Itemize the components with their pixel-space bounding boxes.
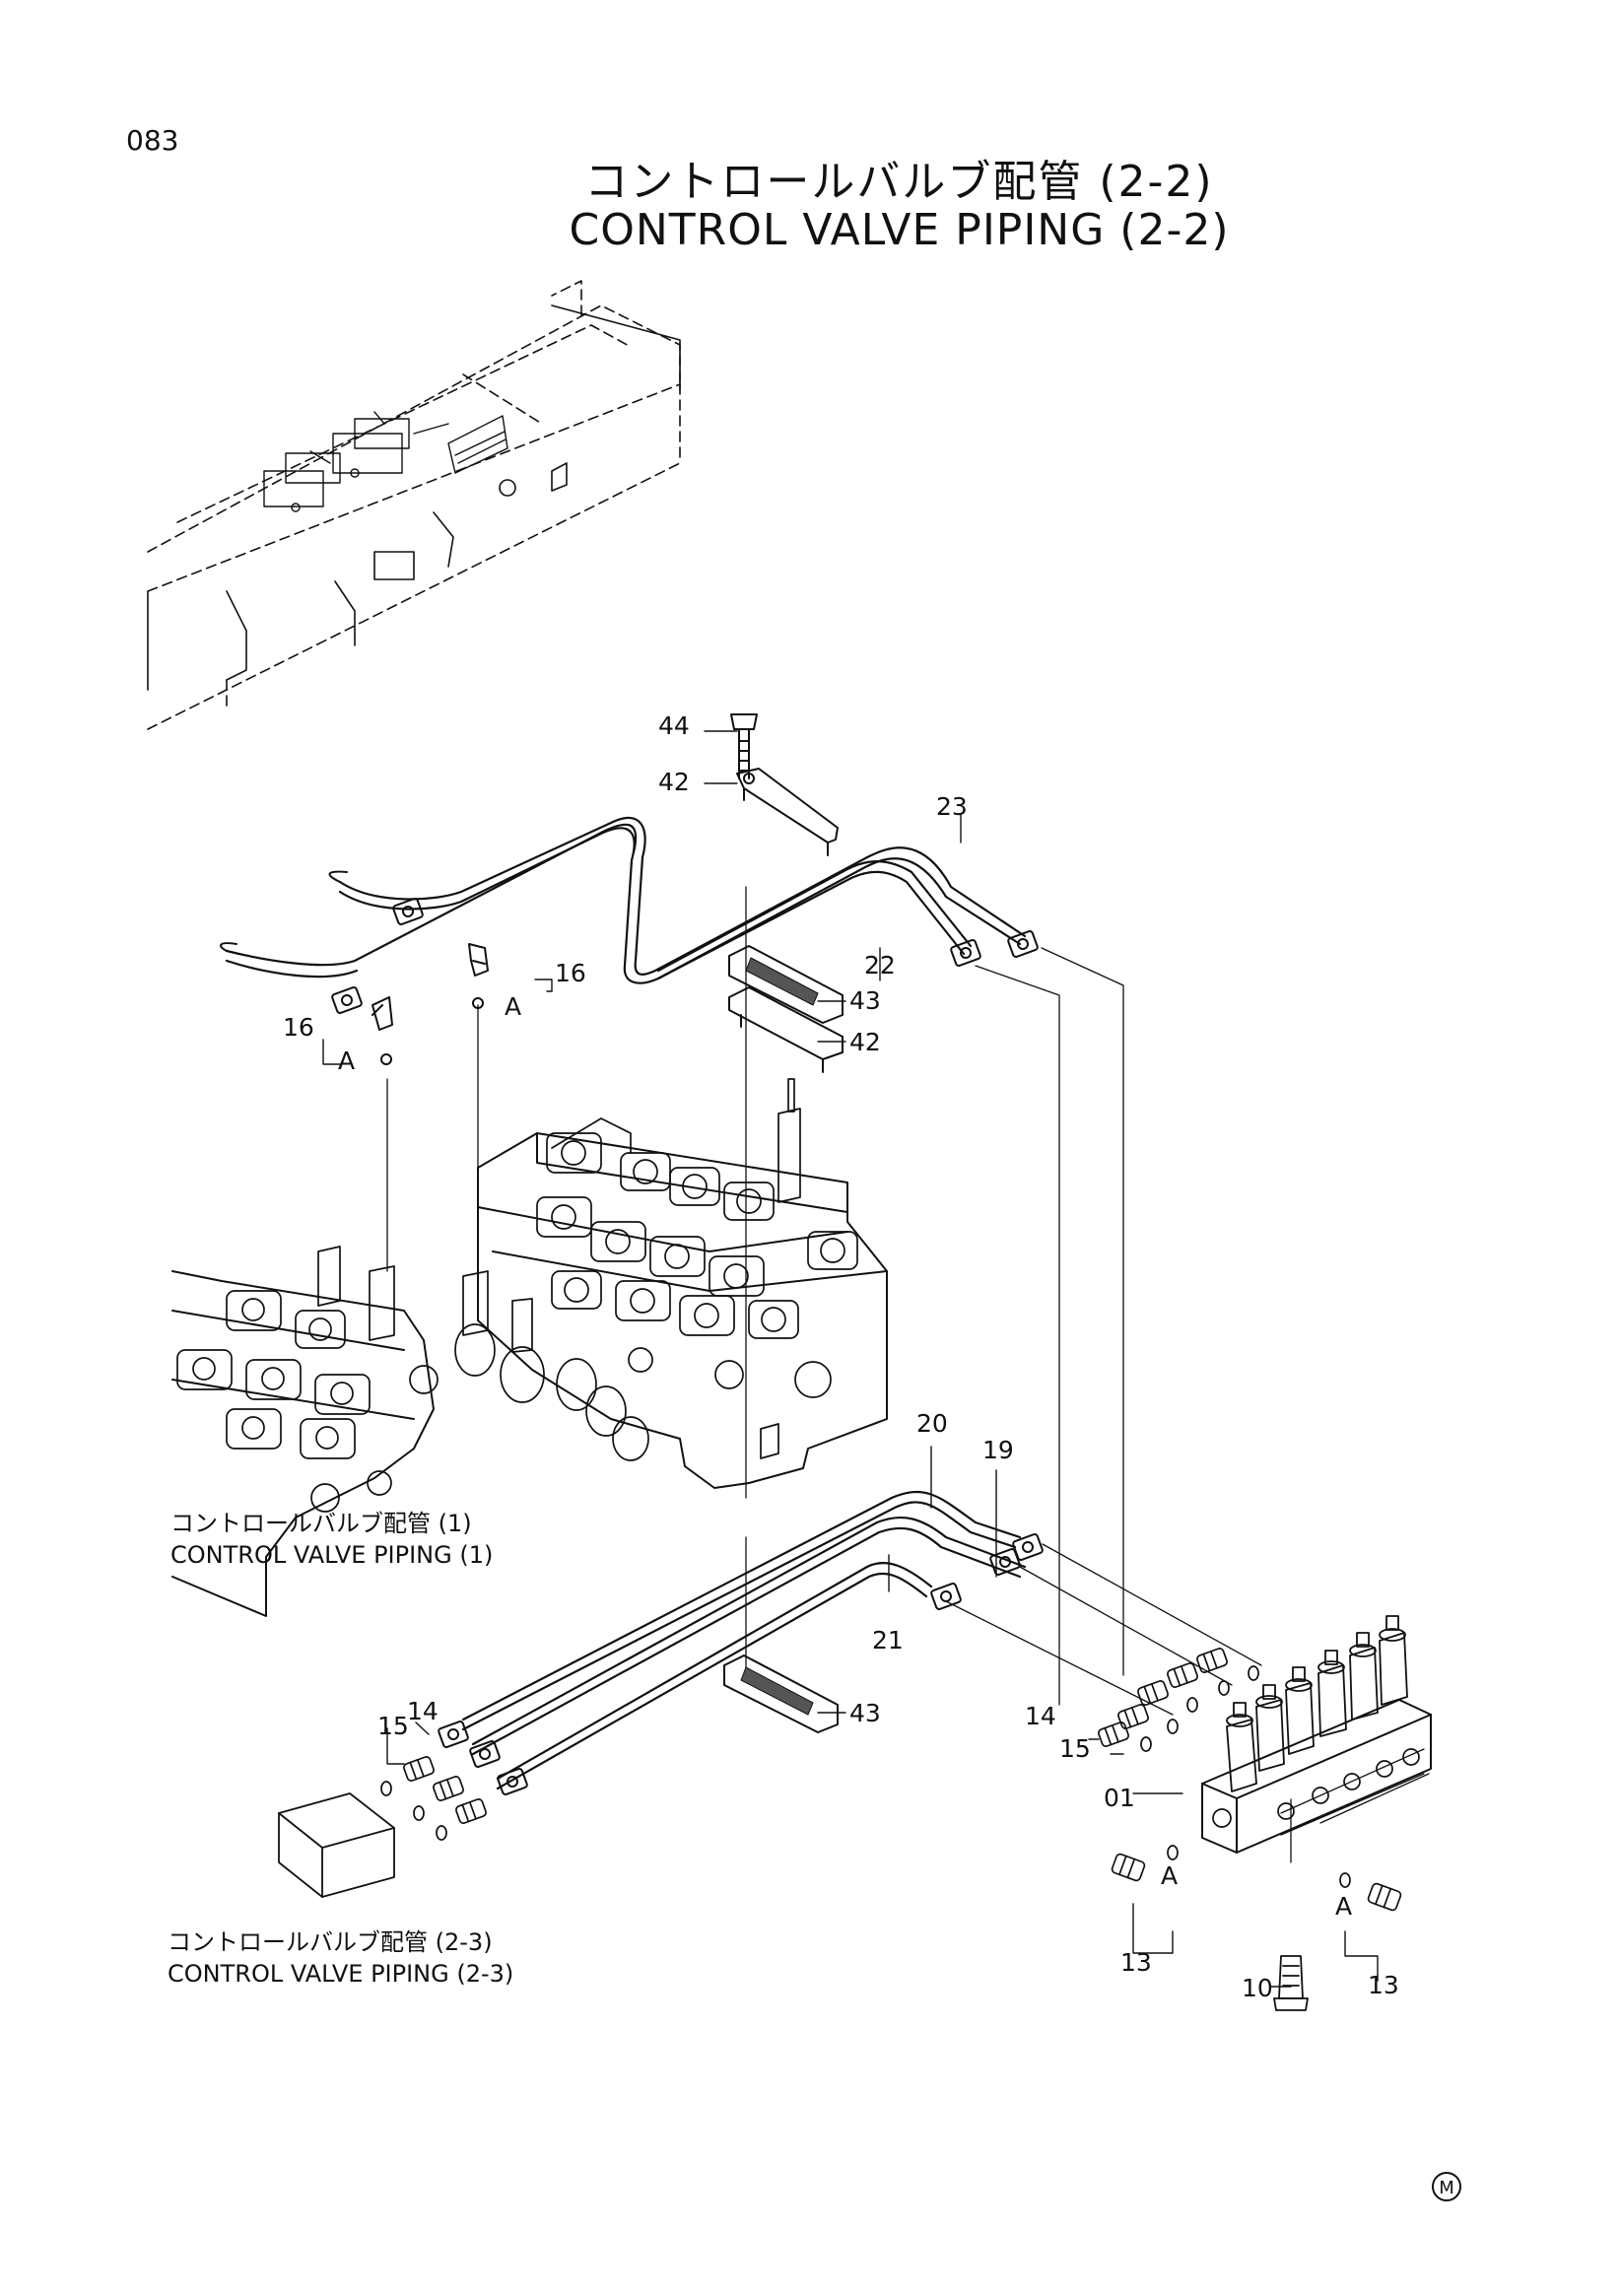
callout-21: 21	[872, 1626, 904, 1654]
clamp-plate-42-lower	[728, 986, 844, 1073]
callout-a-manifold-left: A	[1161, 1861, 1178, 1890]
callout-42-lower: 42	[849, 1028, 881, 1056]
machine-frame-overview	[147, 280, 681, 730]
solenoid-valves	[1226, 1615, 1408, 1792]
callout-16-right: 16	[555, 959, 586, 987]
diagram-title-english: CONTROL VALVE PIPING (2-2)	[569, 205, 1230, 255]
bolt-44	[730, 713, 758, 779]
callout-a-manifold-right: A	[1335, 1892, 1352, 1921]
callout-43-lower: 43	[849, 1699, 881, 1727]
reference-control-valve-piping-2-3: コントロールバルブ配管 (2-3) CONTROL VALVE PIPING (…	[168, 1926, 513, 1990]
diagram-title-japanese: コントロールバルブ配管 (2-2)	[584, 157, 1214, 207]
reference-2-3-english: CONTROL VALVE PIPING (2-3)	[168, 1960, 514, 1988]
leader-lines	[322, 730, 1379, 1988]
cushion-43-lower	[723, 1654, 839, 1733]
callout-13-left: 13	[1120, 1948, 1152, 1977]
elbow-fitting-16	[371, 943, 489, 1065]
callout-labels: 44 42 23 22 16 A 16 A 43 42 20 19 21 14 …	[283, 711, 1399, 2002]
callout-44: 44	[658, 711, 690, 740]
fittings-13	[1111, 1845, 1402, 1912]
callout-10: 10	[1242, 1974, 1273, 2002]
callout-13-right: 13	[1368, 1971, 1399, 1999]
callout-23: 23	[936, 792, 968, 821]
pipe-nuts	[331, 898, 1044, 1795]
callout-14-right: 14	[1025, 1702, 1056, 1730]
cushion-43-upper	[728, 945, 844, 1024]
callout-01: 01	[1104, 1784, 1135, 1812]
pipe-20-19-21	[461, 1490, 1027, 1790]
callout-43-upper: 43	[849, 986, 881, 1015]
callout-22: 22	[864, 951, 896, 979]
clamp-plate-42-upper	[736, 768, 839, 856]
callout-a-left: A	[338, 1047, 355, 1075]
callout-14-left: 14	[407, 1697, 439, 1725]
reference-control-valve-piping-1: コントロールバルブ配管 (1) CONTROL VALVE PIPING (1)	[170, 1508, 493, 1571]
connectors-14-left	[380, 1756, 487, 1841]
connection-lines	[386, 886, 1430, 1863]
page-number: 083	[126, 124, 179, 157]
reference-1-japanese: コントロールバルブ配管 (1)	[170, 1510, 472, 1537]
pipe-22	[225, 823, 973, 980]
reference-2-3-japanese: コントロールバルブ配管 (2-3)	[168, 1928, 493, 1956]
control-valve-main	[454, 1078, 888, 1489]
callout-15-left: 15	[377, 1712, 409, 1740]
callout-15-right: 15	[1059, 1734, 1091, 1763]
callout-16-left: 16	[283, 1013, 314, 1042]
callout-a-right: A	[505, 992, 521, 1021]
callout-20: 20	[916, 1409, 948, 1438]
control-valve-left-partial	[171, 1246, 439, 1617]
reference-1-english: CONTROL VALVE PIPING (1)	[170, 1541, 494, 1569]
connectors-14-right	[1098, 1648, 1259, 1752]
bolt-10	[1273, 1955, 1309, 2011]
circled-m-mark: M	[1432, 2172, 1461, 2201]
callout-19: 19	[982, 1436, 1014, 1464]
connection-box-2-3	[278, 1792, 395, 1898]
manifold-block-01	[1201, 1615, 1432, 1854]
pipe-tip-left	[220, 870, 348, 952]
callout-42-upper: 42	[658, 768, 690, 796]
